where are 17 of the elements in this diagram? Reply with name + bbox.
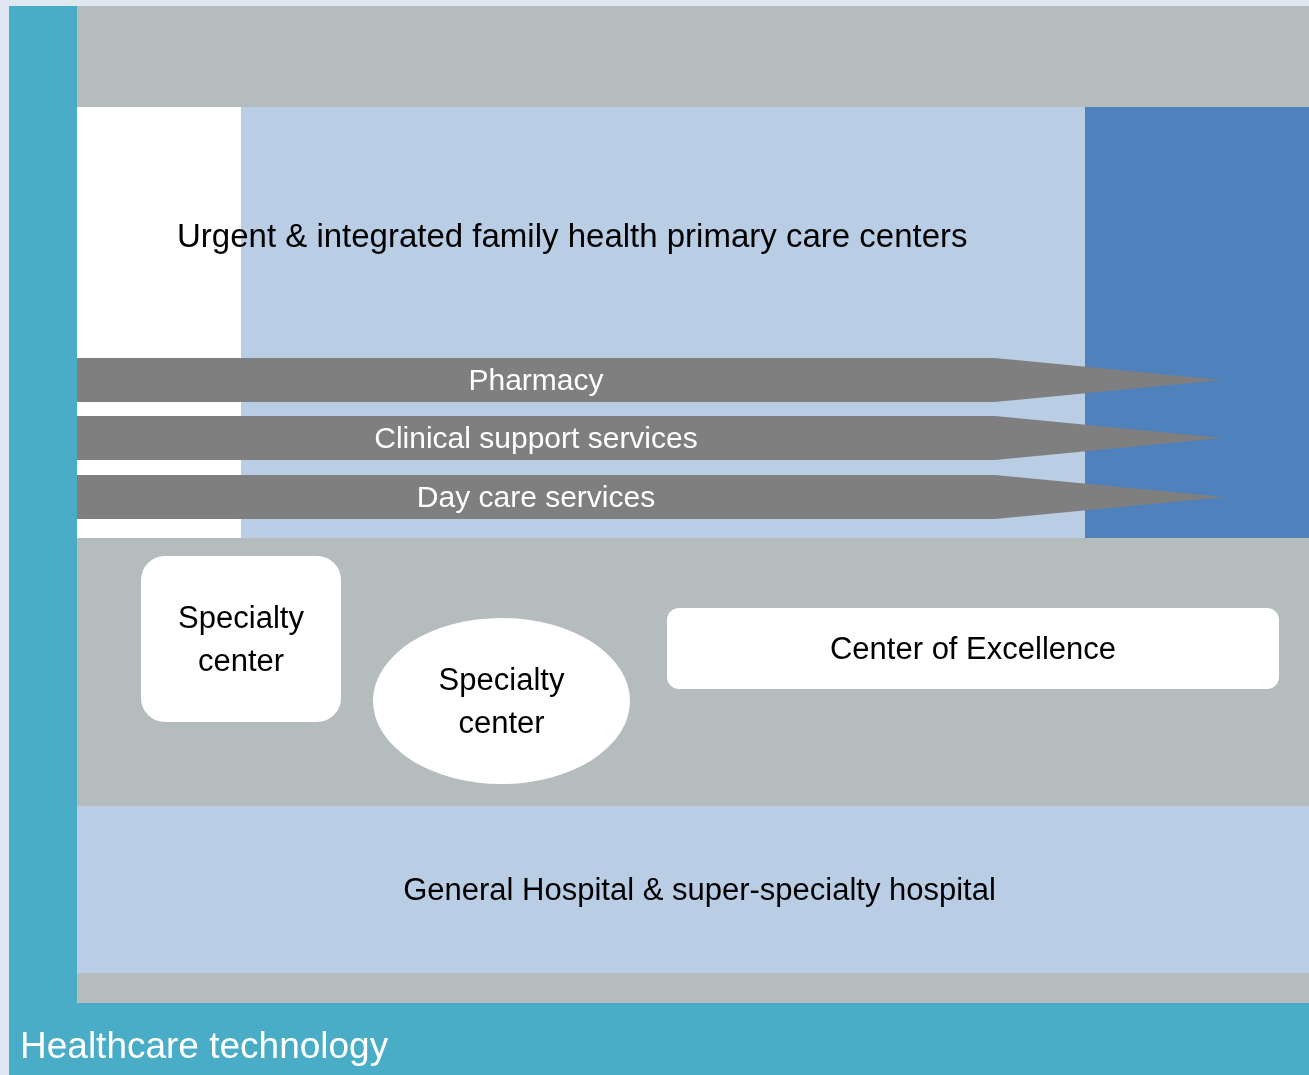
hospital-band [77, 806, 1309, 973]
arrow-label: Clinical support services [373, 421, 699, 455]
node-label: Center of Excellence [828, 629, 1117, 668]
node-label: General Hospital & super-specialty hospital [402, 872, 997, 908]
band-panel [77, 538, 1309, 806]
node-label: Specialty center [177, 598, 305, 680]
band-panel [77, 973, 1309, 1003]
arrow-label: Pharmacy [467, 363, 605, 397]
rounded-box [667, 608, 1279, 689]
node-label: Urgent & integrated family health primary care centers [177, 217, 969, 255]
primary-care-panel [77, 107, 1309, 538]
band-panel [77, 6, 1309, 107]
arrow-label: Day care services [415, 480, 657, 514]
rounded-box [141, 556, 341, 722]
band-label: Healthcare technology [20, 1025, 389, 1067]
technology-band [9, 6, 1309, 1075]
node-label: Specialty center [437, 660, 566, 742]
